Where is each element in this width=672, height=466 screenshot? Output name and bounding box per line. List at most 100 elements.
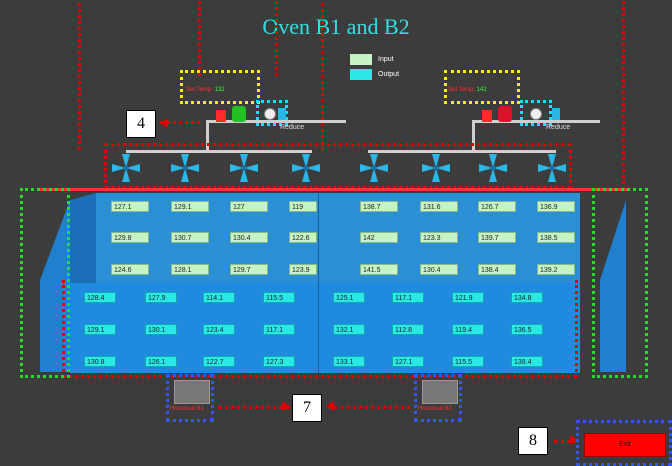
gauge-icon bbox=[264, 108, 276, 120]
output-cell: 122.7 bbox=[203, 356, 235, 367]
legend-output-label: Output bbox=[378, 71, 400, 78]
output-cell: 115.5 bbox=[263, 292, 295, 303]
output-cell: 126.1 bbox=[145, 356, 177, 367]
valve-blue-icon bbox=[278, 108, 286, 120]
pipe-fan-left bbox=[126, 150, 312, 153]
input-cell: 122.6 bbox=[289, 232, 317, 243]
input-cell: 139.7 bbox=[478, 232, 516, 243]
output-cell: 129.1 bbox=[84, 324, 116, 335]
setpoint-b2-label: Set Temp: bbox=[448, 87, 475, 93]
input-cell: 130.7 bbox=[171, 232, 209, 243]
output-cell: 127.9 bbox=[145, 292, 177, 303]
input-cell: 130.4 bbox=[230, 232, 268, 243]
output-cell: 115.5 bbox=[452, 356, 484, 367]
input-cell: 130.4 bbox=[420, 264, 458, 275]
input-cell: 129.7 bbox=[230, 264, 268, 275]
output-cell: 114.1 bbox=[203, 292, 235, 303]
input-cell: 129.8 bbox=[111, 232, 149, 243]
pipe-vertical-left bbox=[206, 120, 209, 150]
historical-b2-chart-icon[interactable] bbox=[422, 380, 458, 404]
output-cell: 134.8 bbox=[511, 292, 543, 303]
output-cell: 117.1 bbox=[392, 292, 424, 303]
callout-4: 4 bbox=[126, 110, 156, 138]
input-cell: 131.6 bbox=[420, 201, 458, 212]
pipe-top-left bbox=[206, 120, 346, 123]
annotation-box-red-right bbox=[585, 0, 625, 190]
arrow-right-icon bbox=[570, 435, 578, 445]
input-cell: 141.5 bbox=[360, 264, 398, 275]
input-cell: 123.3 bbox=[420, 232, 458, 243]
input-cell: 119 bbox=[289, 201, 317, 212]
right-side-annotation bbox=[592, 188, 648, 378]
output-cell: 125.1 bbox=[333, 292, 365, 303]
input-cell: 138.5 bbox=[537, 232, 575, 243]
setpoint-b1-value[interactable]: 132 bbox=[214, 87, 225, 93]
setpoint-b1-label: Set Temp: bbox=[186, 87, 213, 93]
reduce-label-b2[interactable]: Reduce bbox=[546, 124, 571, 131]
output-cell: 138.4 bbox=[511, 356, 543, 367]
oven-right-wall bbox=[600, 200, 626, 372]
output-cell: 132.1 bbox=[333, 324, 365, 335]
input-cell: 126.7 bbox=[478, 201, 516, 212]
fan-annotation-box bbox=[104, 143, 572, 189]
valve-red-icon bbox=[482, 110, 492, 122]
input-cell: 142 bbox=[360, 232, 398, 243]
legend-input-swatch bbox=[350, 54, 372, 65]
arrow-left-icon bbox=[326, 401, 334, 411]
input-cell: 128.1 bbox=[171, 264, 209, 275]
setpoint-box-b1 bbox=[180, 70, 260, 104]
exit-button[interactable]: Exit bbox=[584, 433, 666, 457]
arrow-left-icon bbox=[160, 118, 168, 128]
output-cell: 117.1 bbox=[263, 324, 295, 335]
output-cell: 123.4 bbox=[203, 324, 235, 335]
input-cell: 129.1 bbox=[171, 201, 209, 212]
callout-8: 8 bbox=[518, 427, 548, 455]
input-cell: 138.7 bbox=[360, 201, 398, 212]
oven-left-bevel bbox=[70, 193, 96, 283]
callout-8-line bbox=[554, 440, 576, 443]
setpoint-box-b2 bbox=[444, 70, 520, 104]
input-cell: 124.6 bbox=[111, 264, 149, 275]
historical-b2-label[interactable]: Historical B2 bbox=[418, 406, 452, 412]
exit-annotation-box bbox=[576, 420, 672, 466]
historical-b1-box bbox=[166, 374, 214, 422]
setpoint-b2-value[interactable]: 142 bbox=[476, 87, 487, 93]
setpoint-b2: Set Temp: 142 bbox=[448, 87, 487, 93]
input-cell: 138.4 bbox=[478, 264, 516, 275]
setpoint-b1: Set Temp: 132 bbox=[186, 87, 225, 93]
output-cell: 127.3 bbox=[263, 356, 295, 367]
reduce-box-b2 bbox=[520, 100, 552, 126]
arrow-right-icon bbox=[282, 401, 290, 411]
input-cell: 139.2 bbox=[537, 264, 575, 275]
reduce-box-b1 bbox=[256, 100, 288, 126]
callout-7: 7 bbox=[292, 394, 322, 422]
output-cell: 119.4 bbox=[452, 324, 484, 335]
output-cell: 130.8 bbox=[84, 356, 116, 367]
pipe-fan-right bbox=[368, 150, 556, 153]
legend-output-swatch bbox=[350, 69, 372, 80]
reduce-label-b1[interactable]: Reduce bbox=[280, 124, 305, 131]
valve-red-icon bbox=[216, 110, 226, 122]
oven-divider bbox=[318, 193, 319, 373]
input-cell: 123.9 bbox=[289, 264, 317, 275]
callout-7-line-right bbox=[334, 406, 410, 409]
valve-blue-icon bbox=[552, 108, 560, 120]
output-cell: 133.1 bbox=[333, 356, 365, 367]
historical-b1-label[interactable]: Historical B1 bbox=[170, 406, 204, 412]
valve-green-icon[interactable] bbox=[232, 106, 246, 122]
page-title: Oven B1 and B2 bbox=[262, 14, 410, 39]
output-cell: 136.5 bbox=[511, 324, 543, 335]
input-cell: 136.9 bbox=[537, 201, 575, 212]
output-cell: 121.9 bbox=[452, 292, 484, 303]
legend-input-label: Input bbox=[378, 56, 394, 63]
oven-annotation-box bbox=[62, 280, 578, 378]
output-cell: 130.1 bbox=[145, 324, 177, 335]
oven-top-line bbox=[40, 188, 630, 191]
valve-red-large-icon[interactable] bbox=[498, 106, 512, 122]
callout-4-line bbox=[160, 121, 200, 127]
historical-b1-chart-icon[interactable] bbox=[174, 380, 210, 404]
gauge-icon bbox=[530, 108, 542, 120]
left-side-annotation bbox=[20, 188, 70, 378]
pipe-top-right bbox=[472, 120, 600, 123]
